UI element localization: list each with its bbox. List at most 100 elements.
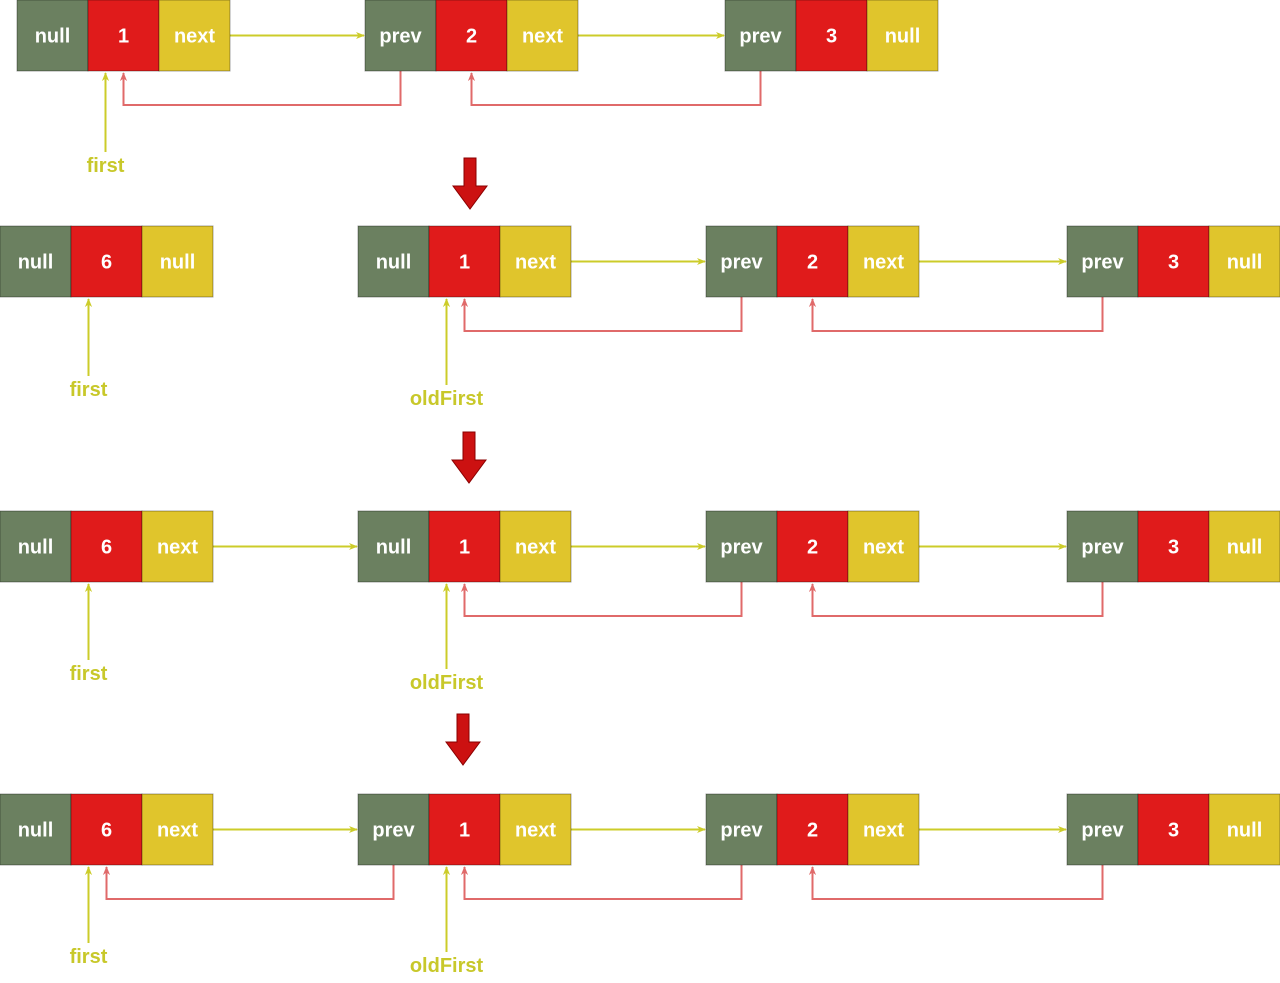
prev-link-arrow xyxy=(102,865,395,900)
pointer-label-first: first xyxy=(70,946,108,968)
node-prev-field-text: null xyxy=(376,252,412,274)
node-next-field-text: next xyxy=(522,26,563,48)
node-next-field-box xyxy=(141,225,214,298)
node-prev-field-box xyxy=(16,0,89,72)
node-next-field-box xyxy=(1208,793,1280,866)
node-prev-field-text: prev xyxy=(720,537,763,559)
list-node: prev 1 next xyxy=(357,793,572,866)
node-prev-field-text: prev xyxy=(1081,537,1124,559)
prev-link-arrow xyxy=(808,865,1104,900)
node-value-field-text: 6 xyxy=(101,820,112,842)
prev-link-arrow xyxy=(467,71,762,106)
node-next-field-text: next xyxy=(157,537,198,559)
pointer-label-oldfirst: oldFirst xyxy=(410,388,484,410)
down-arrow-icon xyxy=(451,431,487,484)
pointer-label-oldfirst: oldFirst xyxy=(410,672,484,694)
prev-link-arrow xyxy=(460,297,743,332)
node-value-field-text: 1 xyxy=(459,537,470,559)
node-value-field-box xyxy=(70,225,143,298)
node-value-field-text: 2 xyxy=(466,26,477,48)
node-value-field-box xyxy=(795,0,868,72)
node-value-field-box xyxy=(1137,510,1210,583)
prev-link-arrow xyxy=(460,865,743,900)
node-next-field-box xyxy=(499,510,572,583)
list-node: prev 2 next xyxy=(705,510,920,583)
node-prev-field-box xyxy=(724,0,797,72)
list-node: prev 2 next xyxy=(705,225,920,298)
node-prev-field-box xyxy=(1066,510,1139,583)
node-prev-field-box xyxy=(0,793,72,866)
node-prev-field-text: null xyxy=(18,537,54,559)
node-next-field-box xyxy=(847,793,920,866)
node-prev-field-text: prev xyxy=(1081,252,1124,274)
node-value-field-text: 2 xyxy=(807,252,818,274)
node-value-field-text: 1 xyxy=(459,820,470,842)
node-value-field-text: 3 xyxy=(1168,252,1179,274)
list-node: prev 3 null xyxy=(724,0,939,72)
list-node: null 1 next xyxy=(357,225,572,298)
node-value-field-text: 3 xyxy=(826,26,837,48)
node-prev-field-text: null xyxy=(18,252,54,274)
prev-link-arrow xyxy=(808,297,1104,332)
node-next-field-text: null xyxy=(1227,537,1263,559)
down-arrow-icon xyxy=(452,157,488,210)
node-next-field-box xyxy=(158,0,231,72)
node-value-field-text: 3 xyxy=(1168,537,1179,559)
node-next-field-box xyxy=(847,225,920,298)
link-layer xyxy=(84,31,1104,952)
node-prev-field-box xyxy=(1066,225,1139,298)
node-prev-field-box xyxy=(357,793,430,866)
node-next-field-text: null xyxy=(1227,820,1263,842)
node-prev-field-text: null xyxy=(18,820,54,842)
node-value-field-text: 6 xyxy=(101,252,112,274)
node-next-field-box xyxy=(141,510,214,583)
pointer-label-first: first xyxy=(70,663,108,685)
prev-link-arrow xyxy=(808,582,1104,617)
node-prev-field-text: prev xyxy=(739,26,782,48)
node-next-field-text: next xyxy=(863,537,904,559)
node-next-field-text: next xyxy=(863,820,904,842)
list-node: prev 2 next xyxy=(364,0,579,72)
prev-link-arrow xyxy=(460,582,743,617)
node-next-field-text: next xyxy=(174,26,215,48)
node-prev-field-box xyxy=(705,793,778,866)
node-value-field-text: 1 xyxy=(459,252,470,274)
node-prev-field-text: prev xyxy=(379,26,422,48)
node-next-field-text: next xyxy=(515,820,556,842)
node-prev-field-text: prev xyxy=(1081,820,1124,842)
list-node: prev 3 null xyxy=(1066,510,1280,583)
node-next-field-text: null xyxy=(885,26,921,48)
node-value-field-text: 6 xyxy=(101,537,112,559)
node-prev-field-box xyxy=(0,510,72,583)
node-value-field-text: 2 xyxy=(807,537,818,559)
list-node: null 6 next xyxy=(0,793,214,866)
node-prev-field-box xyxy=(357,225,430,298)
down-arrow-icon xyxy=(445,713,481,766)
node-prev-field-text: prev xyxy=(372,820,415,842)
node-next-field-text: next xyxy=(515,537,556,559)
node-next-field-box xyxy=(506,0,579,72)
pointer-label-oldfirst: oldFirst xyxy=(410,955,484,977)
node-prev-field-text: prev xyxy=(720,820,763,842)
node-prev-field-box xyxy=(705,510,778,583)
node-next-field-text: next xyxy=(863,252,904,274)
node-value-field-box xyxy=(428,510,501,583)
node-next-field-text: next xyxy=(157,820,198,842)
node-value-field-box xyxy=(428,225,501,298)
node-prev-field-text: prev xyxy=(720,252,763,274)
node-next-field-text: next xyxy=(515,252,556,274)
node-next-field-text: null xyxy=(160,252,196,274)
prev-link-arrow xyxy=(119,71,402,106)
node-prev-field-box xyxy=(357,510,430,583)
list-node: null 6 next xyxy=(0,510,214,583)
node-prev-field-text: null xyxy=(35,26,71,48)
node-value-field-box xyxy=(1137,793,1210,866)
list-node: null 6 null xyxy=(0,225,214,298)
